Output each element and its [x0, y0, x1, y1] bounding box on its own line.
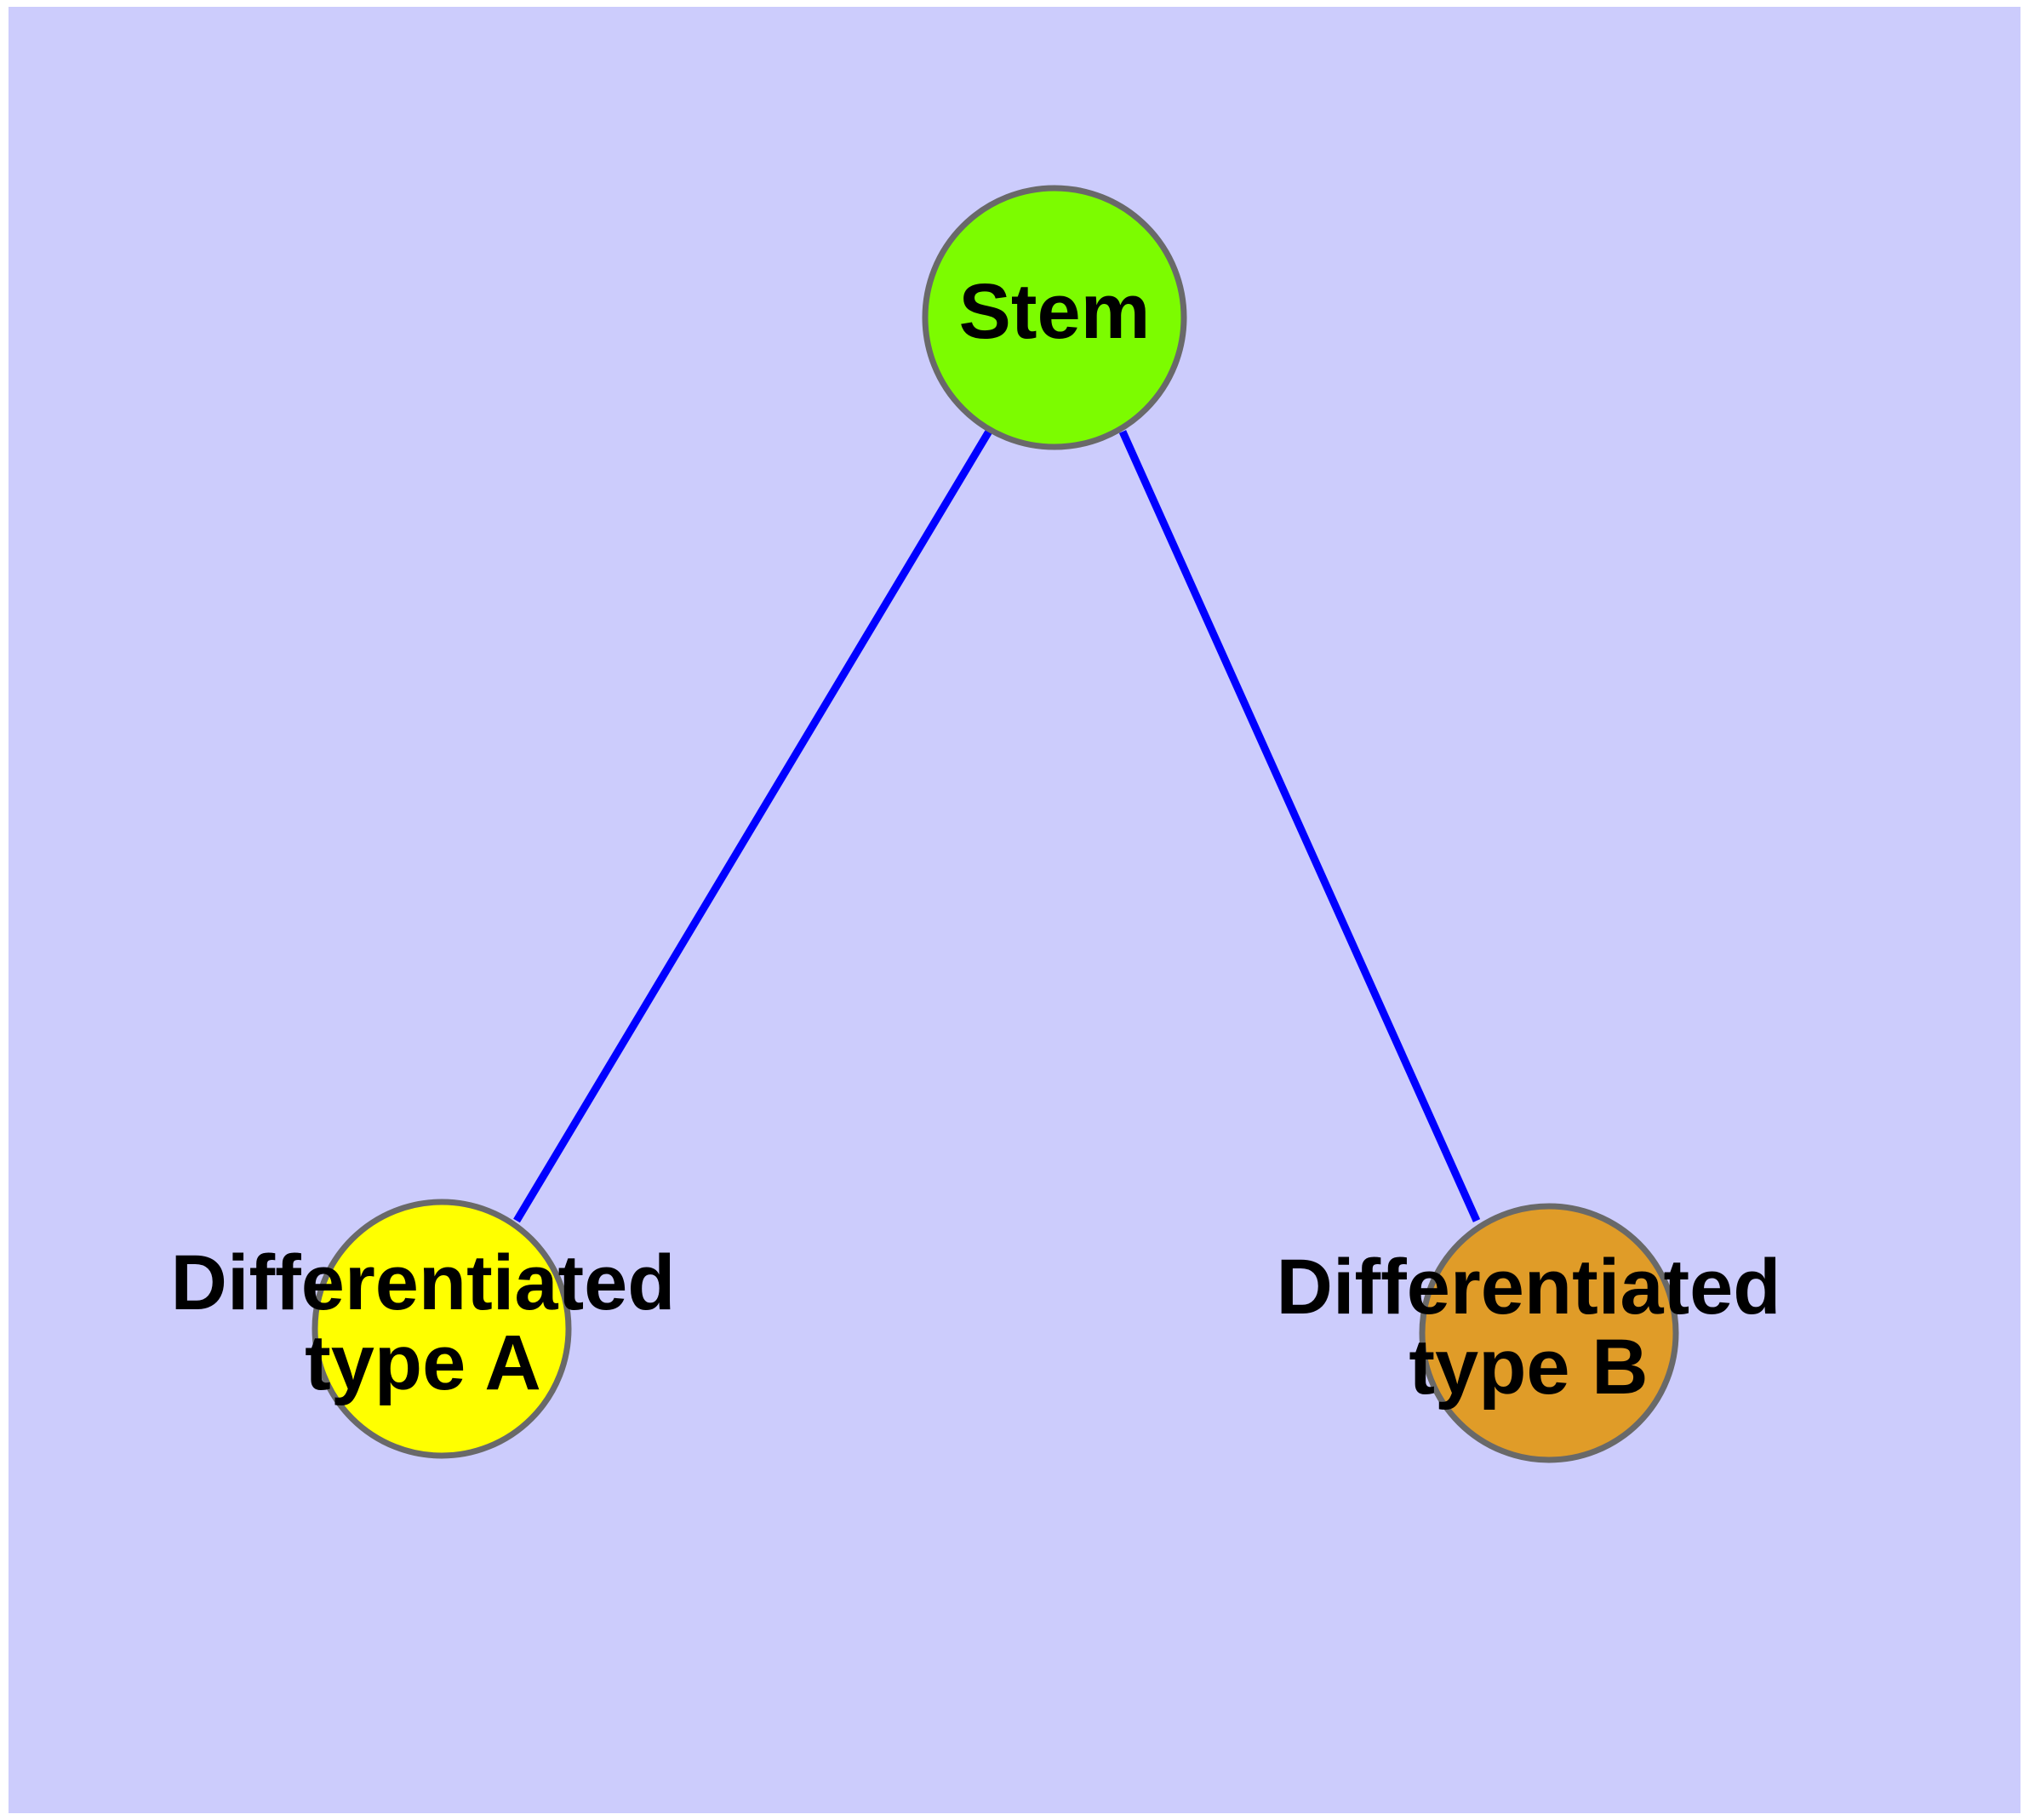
node-circle-diff_b[interactable]	[1419, 1203, 1679, 1463]
graph-node-stem[interactable]: Stem	[922, 185, 1187, 450]
graph-edge[interactable]	[1118, 430, 1481, 1222]
node-label-line: type B	[1409, 1324, 1648, 1411]
node-label-stem: Stem	[959, 268, 1151, 355]
node-label-line: Differentiated	[1277, 1244, 1781, 1331]
node-label-line: type A	[305, 1319, 541, 1406]
graph-edge[interactable]	[513, 427, 993, 1223]
node-label-line: Differentiated	[171, 1239, 676, 1326]
node-circle-stem[interactable]	[922, 185, 1187, 450]
edges-layer	[513, 427, 1481, 1223]
node-label-line: Stem	[959, 268, 1151, 355]
node-circle-diff_a[interactable]	[311, 1199, 572, 1459]
